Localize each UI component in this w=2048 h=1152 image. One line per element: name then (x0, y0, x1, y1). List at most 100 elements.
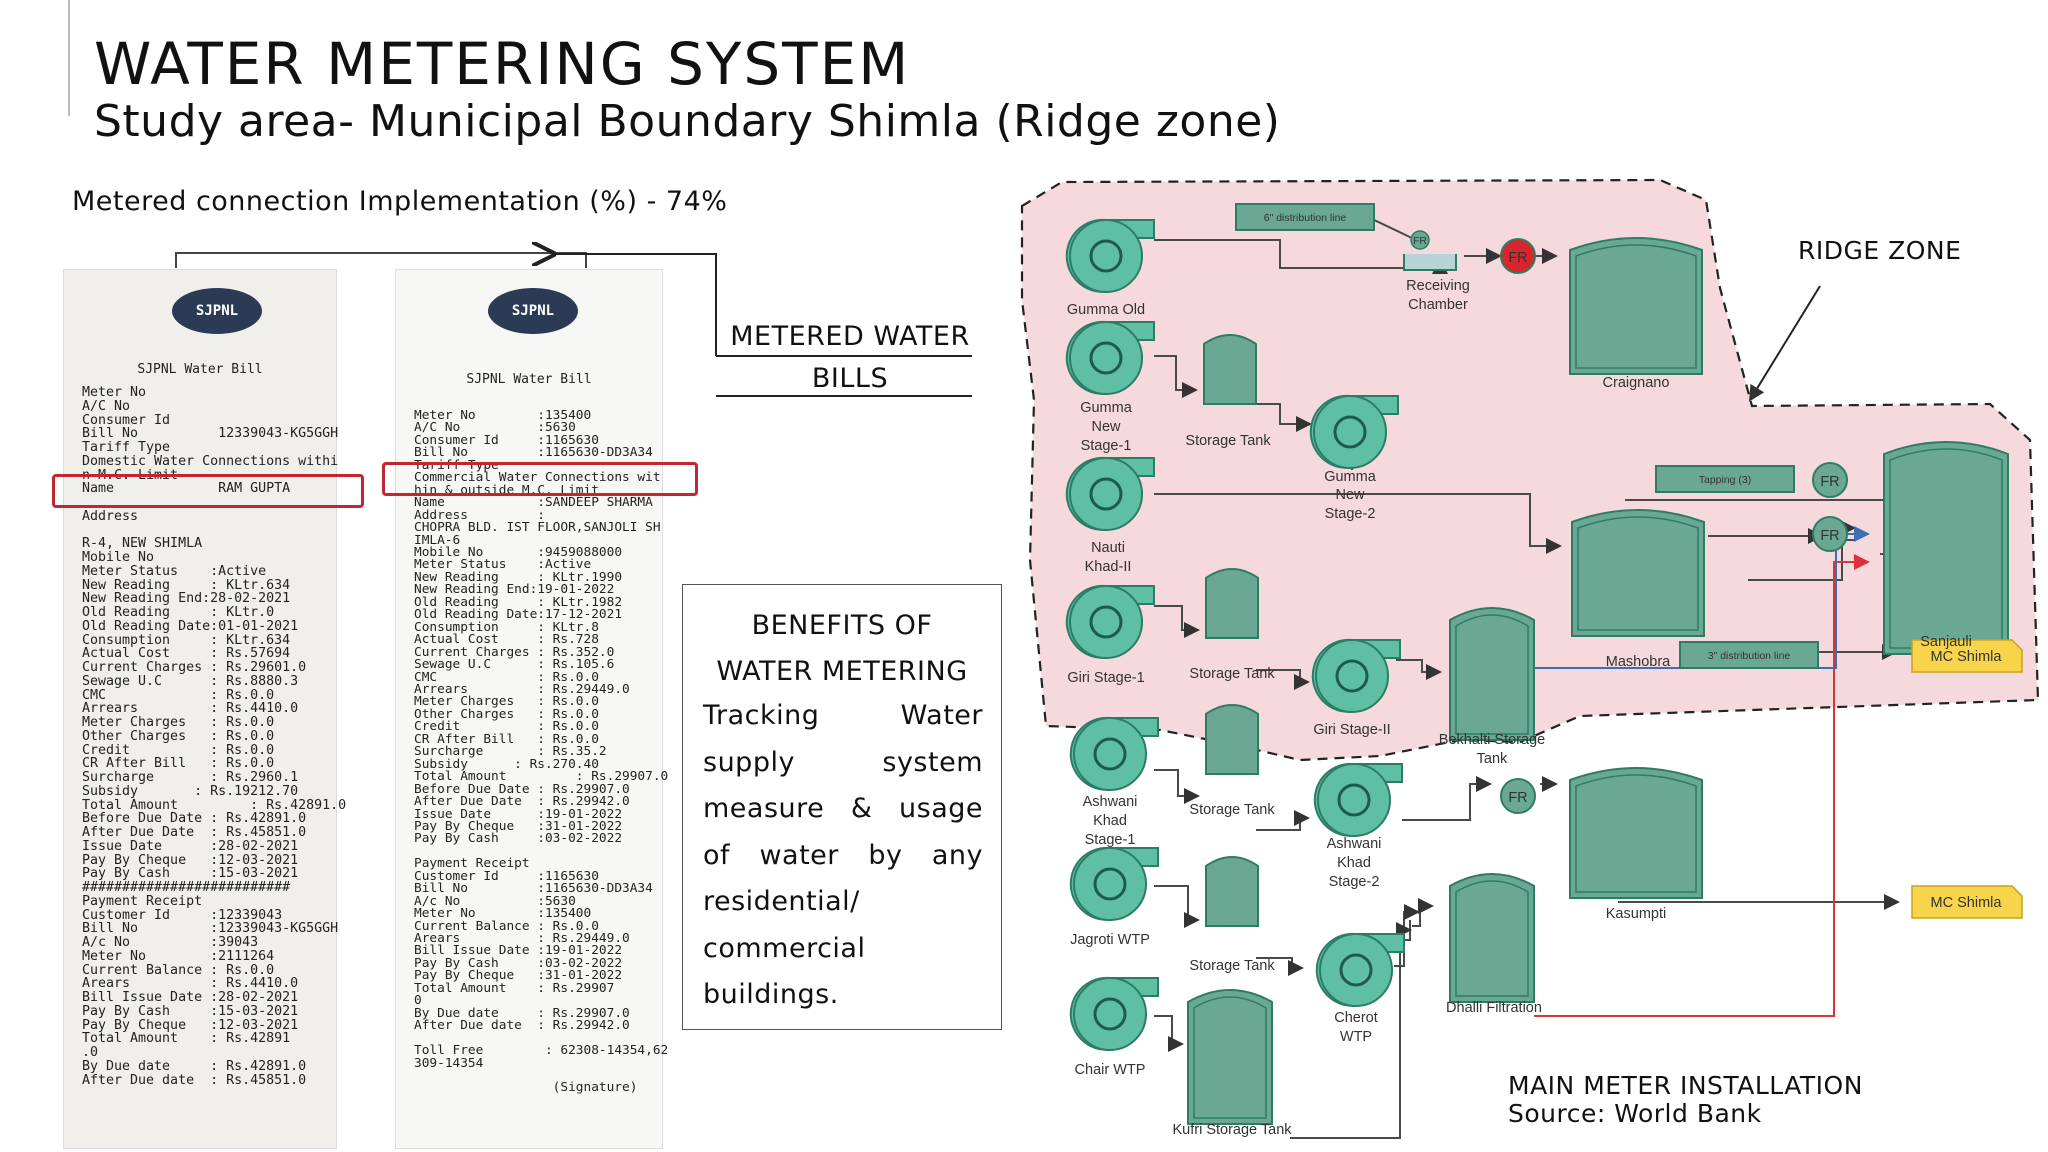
svg-text:FR: FR (1413, 235, 1427, 247)
benefits-title-line-1: BENEFITS OF (751, 610, 933, 641)
red-pipe (1534, 554, 1870, 1017)
reservoir-kasumpti (1569, 767, 1703, 899)
reservoirs (1187, 237, 2009, 1125)
label-mashobra: Mashobra (1606, 654, 1671, 670)
metered-bills-line-1: METERED WATER (730, 321, 970, 352)
tapping-box: Tapping (3) (1655, 465, 1795, 493)
label-giri-2: Giri Stage-II (1313, 722, 1390, 738)
bills-bracket-line (175, 252, 587, 268)
water-bill-receipt-2: SJPNL SJPNL Water Bill Meter No :135400 … (396, 270, 669, 1148)
main-meter-title: MAIN METER INSTALLATION (1508, 1071, 1863, 1100)
svg-text:Receiving: Receiving (1406, 278, 1470, 294)
fr-meter-kasumpti: FR (1500, 778, 1536, 814)
benefits-body: Tracking Water supply system measure & u… (703, 700, 983, 1010)
svg-text:MC Shimla: MC Shimla (1931, 649, 2003, 665)
label-gumma-new-1: Gumma (1080, 400, 1133, 416)
diagram-labels: Gumma Old Gumma New Stage-1 Storage Tank… (1067, 302, 1972, 1138)
svg-text:FR: FR (1508, 250, 1527, 266)
metered-bills-line-2: BILLS (811, 363, 889, 394)
receipt-lines: Meter No :135400 A/C No :5630 Consumer I… (414, 408, 669, 1096)
svg-text:FR: FR (1820, 528, 1839, 544)
storage-tanks (1203, 334, 1259, 927)
pump-icon (1069, 716, 1159, 791)
label-ashwani-1: Khad (1093, 813, 1127, 829)
storage-tank-icon (1205, 704, 1259, 775)
reservoir-bekhalti (1449, 607, 1535, 741)
storage-tank-icon (1205, 856, 1259, 927)
page-title: WATER METERING SYSTEM (94, 30, 911, 98)
label-gumma-new-2: Gumma (1324, 469, 1377, 485)
label-chair: Chair WTP (1075, 1062, 1146, 1078)
label-jagroti: Jagroti WTP (1070, 932, 1150, 948)
pump-icon (1069, 976, 1159, 1051)
pump-icon (1069, 846, 1159, 921)
label-craignano: Craignano (1603, 375, 1670, 391)
receipt-lines: Meter No A/C No Consumer Id Bill No 1233… (82, 385, 347, 1088)
water-bill-receipt-1: SJPNL SJPNL Water Bill Meter No A/C No C… (64, 270, 347, 1148)
storage-tank-icon (1203, 334, 1257, 405)
reservoir-kufri (1187, 989, 1273, 1125)
pump-icon (1309, 394, 1399, 469)
label-kufri: Kufri Storage Tank (1172, 1122, 1292, 1138)
reservoir-sanjauli (1883, 441, 2009, 655)
ridge-zone-area (1020, 178, 2040, 762)
receipt-header: SJPNL Water Bill (137, 362, 263, 377)
svg-text:FR: FR (1820, 474, 1839, 490)
label-ashwani-2: Khad (1337, 855, 1371, 871)
label-ashwani-2: Ashwani (1327, 836, 1382, 852)
label-sanjauli: Sanjauli (1920, 634, 1972, 650)
pump-icon (1315, 932, 1405, 1007)
reservoir-dhalli (1449, 873, 1535, 1003)
metered-water-bills-label: METERED WATER BILLS (720, 316, 980, 400)
ridge-zone-label: RIDGE ZONE (1798, 236, 1962, 265)
main-meter-label: MAIN METER INSTALLATION Source: World Ba… (1508, 1072, 1863, 1128)
label-gumma-new-1: Stage-1 (1081, 438, 1132, 454)
bills-callout-arrow (552, 254, 972, 397)
pump-icon (1313, 762, 1403, 837)
source-label: Source: World Bank (1508, 1099, 1762, 1128)
storage-tank-icon (1205, 568, 1259, 639)
benefits-title-line-2: WATER METERING (716, 656, 968, 687)
label-bekhalti: Tank (1477, 751, 1508, 767)
svg-text:3" distribution line: 3" distribution line (1708, 650, 1791, 662)
metered-implementation-text: Metered connection Implementation (%) - … (72, 186, 728, 217)
label-storage-tank: Storage Tank (1189, 958, 1275, 974)
label-kasumpti: Kasumpti (1606, 906, 1666, 922)
pump-icon (1311, 638, 1401, 713)
fr-meter-tapping: FR (1812, 462, 1848, 498)
label-storage-tank: Storage Tank (1185, 433, 1271, 449)
reservoir-mashobra (1571, 509, 1705, 637)
benefits-title: BENEFITS OF WATER METERING (683, 603, 1001, 695)
label-ashwani-1: Stage-1 (1085, 832, 1136, 848)
left-rule (68, 0, 70, 116)
label-ashwani-2: Stage-2 (1329, 874, 1380, 890)
pump-icon (1065, 320, 1155, 395)
dist-6-box: 6" distribution line (1235, 203, 1375, 231)
label-ashwani-1: Ashwani (1083, 794, 1138, 810)
sjpnl-logo: SJPNL (488, 288, 578, 334)
label-cherot: WTP (1340, 1029, 1372, 1045)
pump-icon (1065, 456, 1155, 531)
label-gumma-new-2: Stage-2 (1325, 506, 1376, 522)
svg-text:Chamber: Chamber (1408, 297, 1468, 313)
label-dhalli: Dhalli Filtration (1446, 1000, 1542, 1016)
svg-text:Tapping (3): Tapping (3) (1699, 474, 1752, 486)
sjpnl-logo: SJPNL (172, 288, 262, 334)
benefits-box: BENEFITS OF WATER METERING Tracking Wate… (682, 584, 1002, 1030)
label-gumma-new-2: New (1335, 487, 1365, 503)
mc-shimla-tag-2: MC Shimla (1911, 885, 2023, 919)
tariff-type-highlight-1 (52, 474, 364, 508)
label-gumma-new-1: New (1091, 419, 1121, 435)
mc-shimla-tag-1: MC Shimla (1911, 639, 2023, 673)
label-giri-1: Giri Stage-1 (1067, 670, 1144, 686)
receiving-chamber: FR Receiving Chamber (1403, 230, 1470, 313)
pump-icon (1065, 218, 1155, 293)
page-subtitle: Study area- Municipal Boundary Shimla (R… (94, 96, 1281, 147)
label-nauti: Nauti (1091, 540, 1125, 556)
receipt-header: SJPNL Water Bill (466, 372, 592, 387)
fr-meter-mashobra: FR (1812, 516, 1848, 552)
pumps (1065, 218, 1405, 1051)
svg-text:6" distribution line: 6" distribution line (1264, 212, 1347, 224)
label-gumma-old: Gumma Old (1067, 302, 1145, 318)
